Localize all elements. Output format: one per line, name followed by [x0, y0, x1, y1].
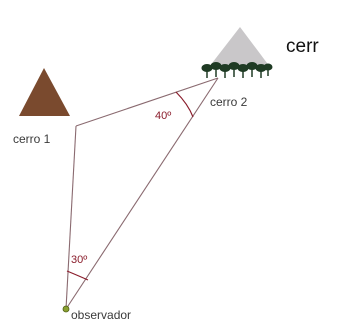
line-hill2-observer: [65, 77, 219, 310]
line-hill1-hill2: [75, 77, 219, 127]
observer-marker: [62, 305, 70, 313]
hill1-shape: [19, 68, 70, 116]
observer-label: observador: [71, 308, 131, 322]
triangle-lines: [65, 77, 219, 310]
angle-arc-hill2: [175, 91, 194, 118]
angle-label-observer: 30º: [71, 254, 87, 266]
hill1-label: cerro 1: [13, 132, 51, 146]
angle-label-hill2: 40º: [155, 110, 171, 122]
line-hill1-observer: [65, 125, 77, 310]
trees-icon: [201, 62, 273, 78]
hill2-label: cerro 2: [210, 95, 248, 109]
hill2-shape: [209, 27, 270, 67]
angle-arc-observer: [66, 270, 89, 281]
top-partial-text: cerr: [286, 36, 319, 57]
